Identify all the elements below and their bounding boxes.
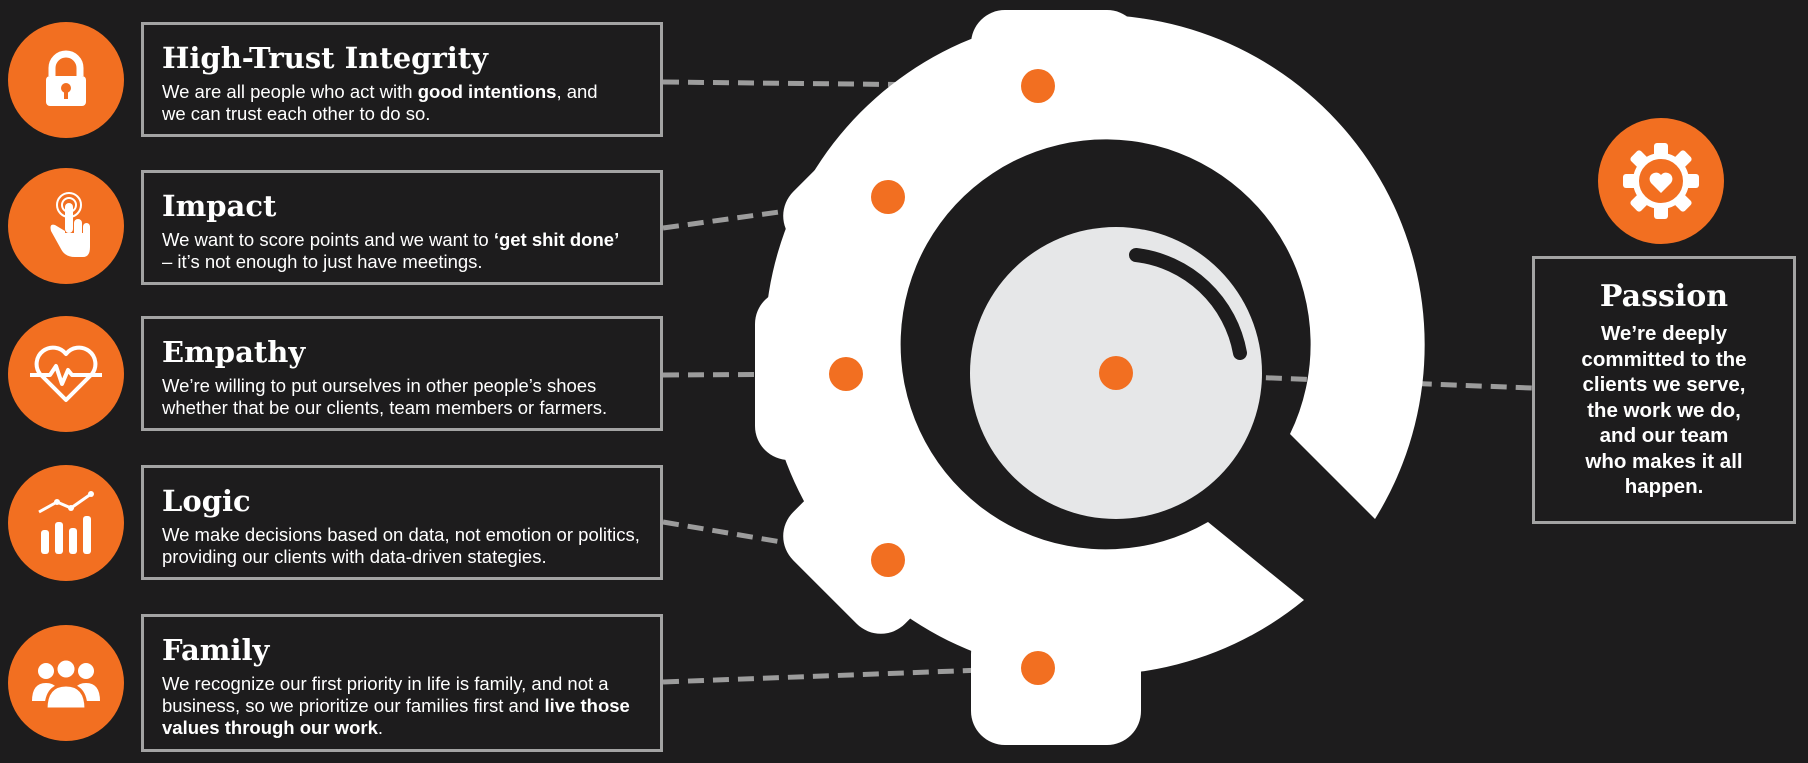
desc-text: We want to score points and we want to <box>162 229 494 250</box>
gear-heart-icon <box>1598 118 1724 244</box>
desc-text: We are all people who act with <box>162 81 418 102</box>
value-title: Empathy <box>162 335 306 369</box>
value-title: Family <box>162 633 270 667</box>
hub-highlight-arc <box>1129 248 1247 360</box>
value-description: We recognize our first priority in life … <box>162 673 642 739</box>
gear-tooth-lower-left <box>783 468 949 634</box>
passion-line: who makes it all <box>1585 449 1743 473</box>
dot-integrity <box>1021 69 1055 103</box>
value-card-logic: Logic We make decisions based on data, n… <box>141 465 663 580</box>
passion-line: clients we serve, <box>1582 373 1746 396</box>
desc-text: providing our clients with data-driven s… <box>162 546 547 567</box>
desc-text: We recognize our first priority in life … <box>162 673 609 694</box>
desc-bold-text: good intentions <box>417 81 557 102</box>
value-card-empathy: Empathy We’re willing to put ourselves i… <box>141 316 663 431</box>
passion-title: Passion <box>1599 279 1729 314</box>
desc-bold-text: values through our work <box>162 717 378 738</box>
desc-bold-text: live those <box>544 695 630 716</box>
desc-text: , and <box>556 81 598 102</box>
desc-text: We’re willing to put ourselves in other … <box>162 375 597 396</box>
dot-empathy <box>829 357 863 391</box>
dot-center <box>1099 356 1133 390</box>
value-description: We are all people who act with good inte… <box>162 81 642 125</box>
family-group-icon <box>8 625 124 741</box>
gear-tooth-left <box>755 290 865 460</box>
passion-line: happen. <box>1624 475 1704 498</box>
value-title: Logic <box>162 484 251 518</box>
value-card-integrity: High-Trust Integrity We are all people w… <box>141 22 663 137</box>
passion-line: the work we do, <box>1587 398 1741 422</box>
desc-text: We make decisions based on data, not emo… <box>162 524 640 545</box>
touch-hand-icon <box>8 168 124 284</box>
dot-logic <box>871 543 905 577</box>
desc-text: business, so we prioritize our families … <box>162 695 545 716</box>
lock-icon <box>8 22 124 138</box>
value-description: We’re willing to put ourselves in other … <box>162 375 642 419</box>
gear-tooth-upper-left <box>783 118 949 284</box>
desc-text: we can trust each other to do so. <box>162 103 431 124</box>
passion-line: committed to the <box>1581 347 1747 371</box>
desc-text: – it’s not enough to just have meetings. <box>162 251 483 272</box>
growth-chart-icon <box>8 465 124 581</box>
passion-description: We’re deeply committed to the clients we… <box>1535 321 1793 500</box>
value-card-family: Family We recognize our first priority i… <box>141 614 663 752</box>
dot-family <box>1021 651 1055 685</box>
desc-text: . <box>377 717 383 738</box>
value-title: High-Trust Integrity <box>162 41 488 75</box>
value-description: We make decisions based on data, not emo… <box>162 524 642 568</box>
passion-line: We’re deeply <box>1600 322 1728 345</box>
value-card-impact: Impact We want to score points and we wa… <box>141 170 663 285</box>
desc-text: whether that be our clients, team member… <box>162 397 608 418</box>
heartbeat-icon <box>8 316 124 432</box>
gear-tooth-bottom <box>971 620 1141 745</box>
dot-impact <box>871 180 905 214</box>
desc-bold-text: ‘get shit done’ <box>493 229 620 250</box>
value-title: Impact <box>162 189 277 223</box>
passion-line: and our team <box>1599 424 1729 447</box>
value-description: We want to score points and we want to ‘… <box>162 229 642 273</box>
passion-card: Passion We’re deeply committed to the cl… <box>1532 256 1796 524</box>
gear-tooth-top <box>971 10 1141 125</box>
